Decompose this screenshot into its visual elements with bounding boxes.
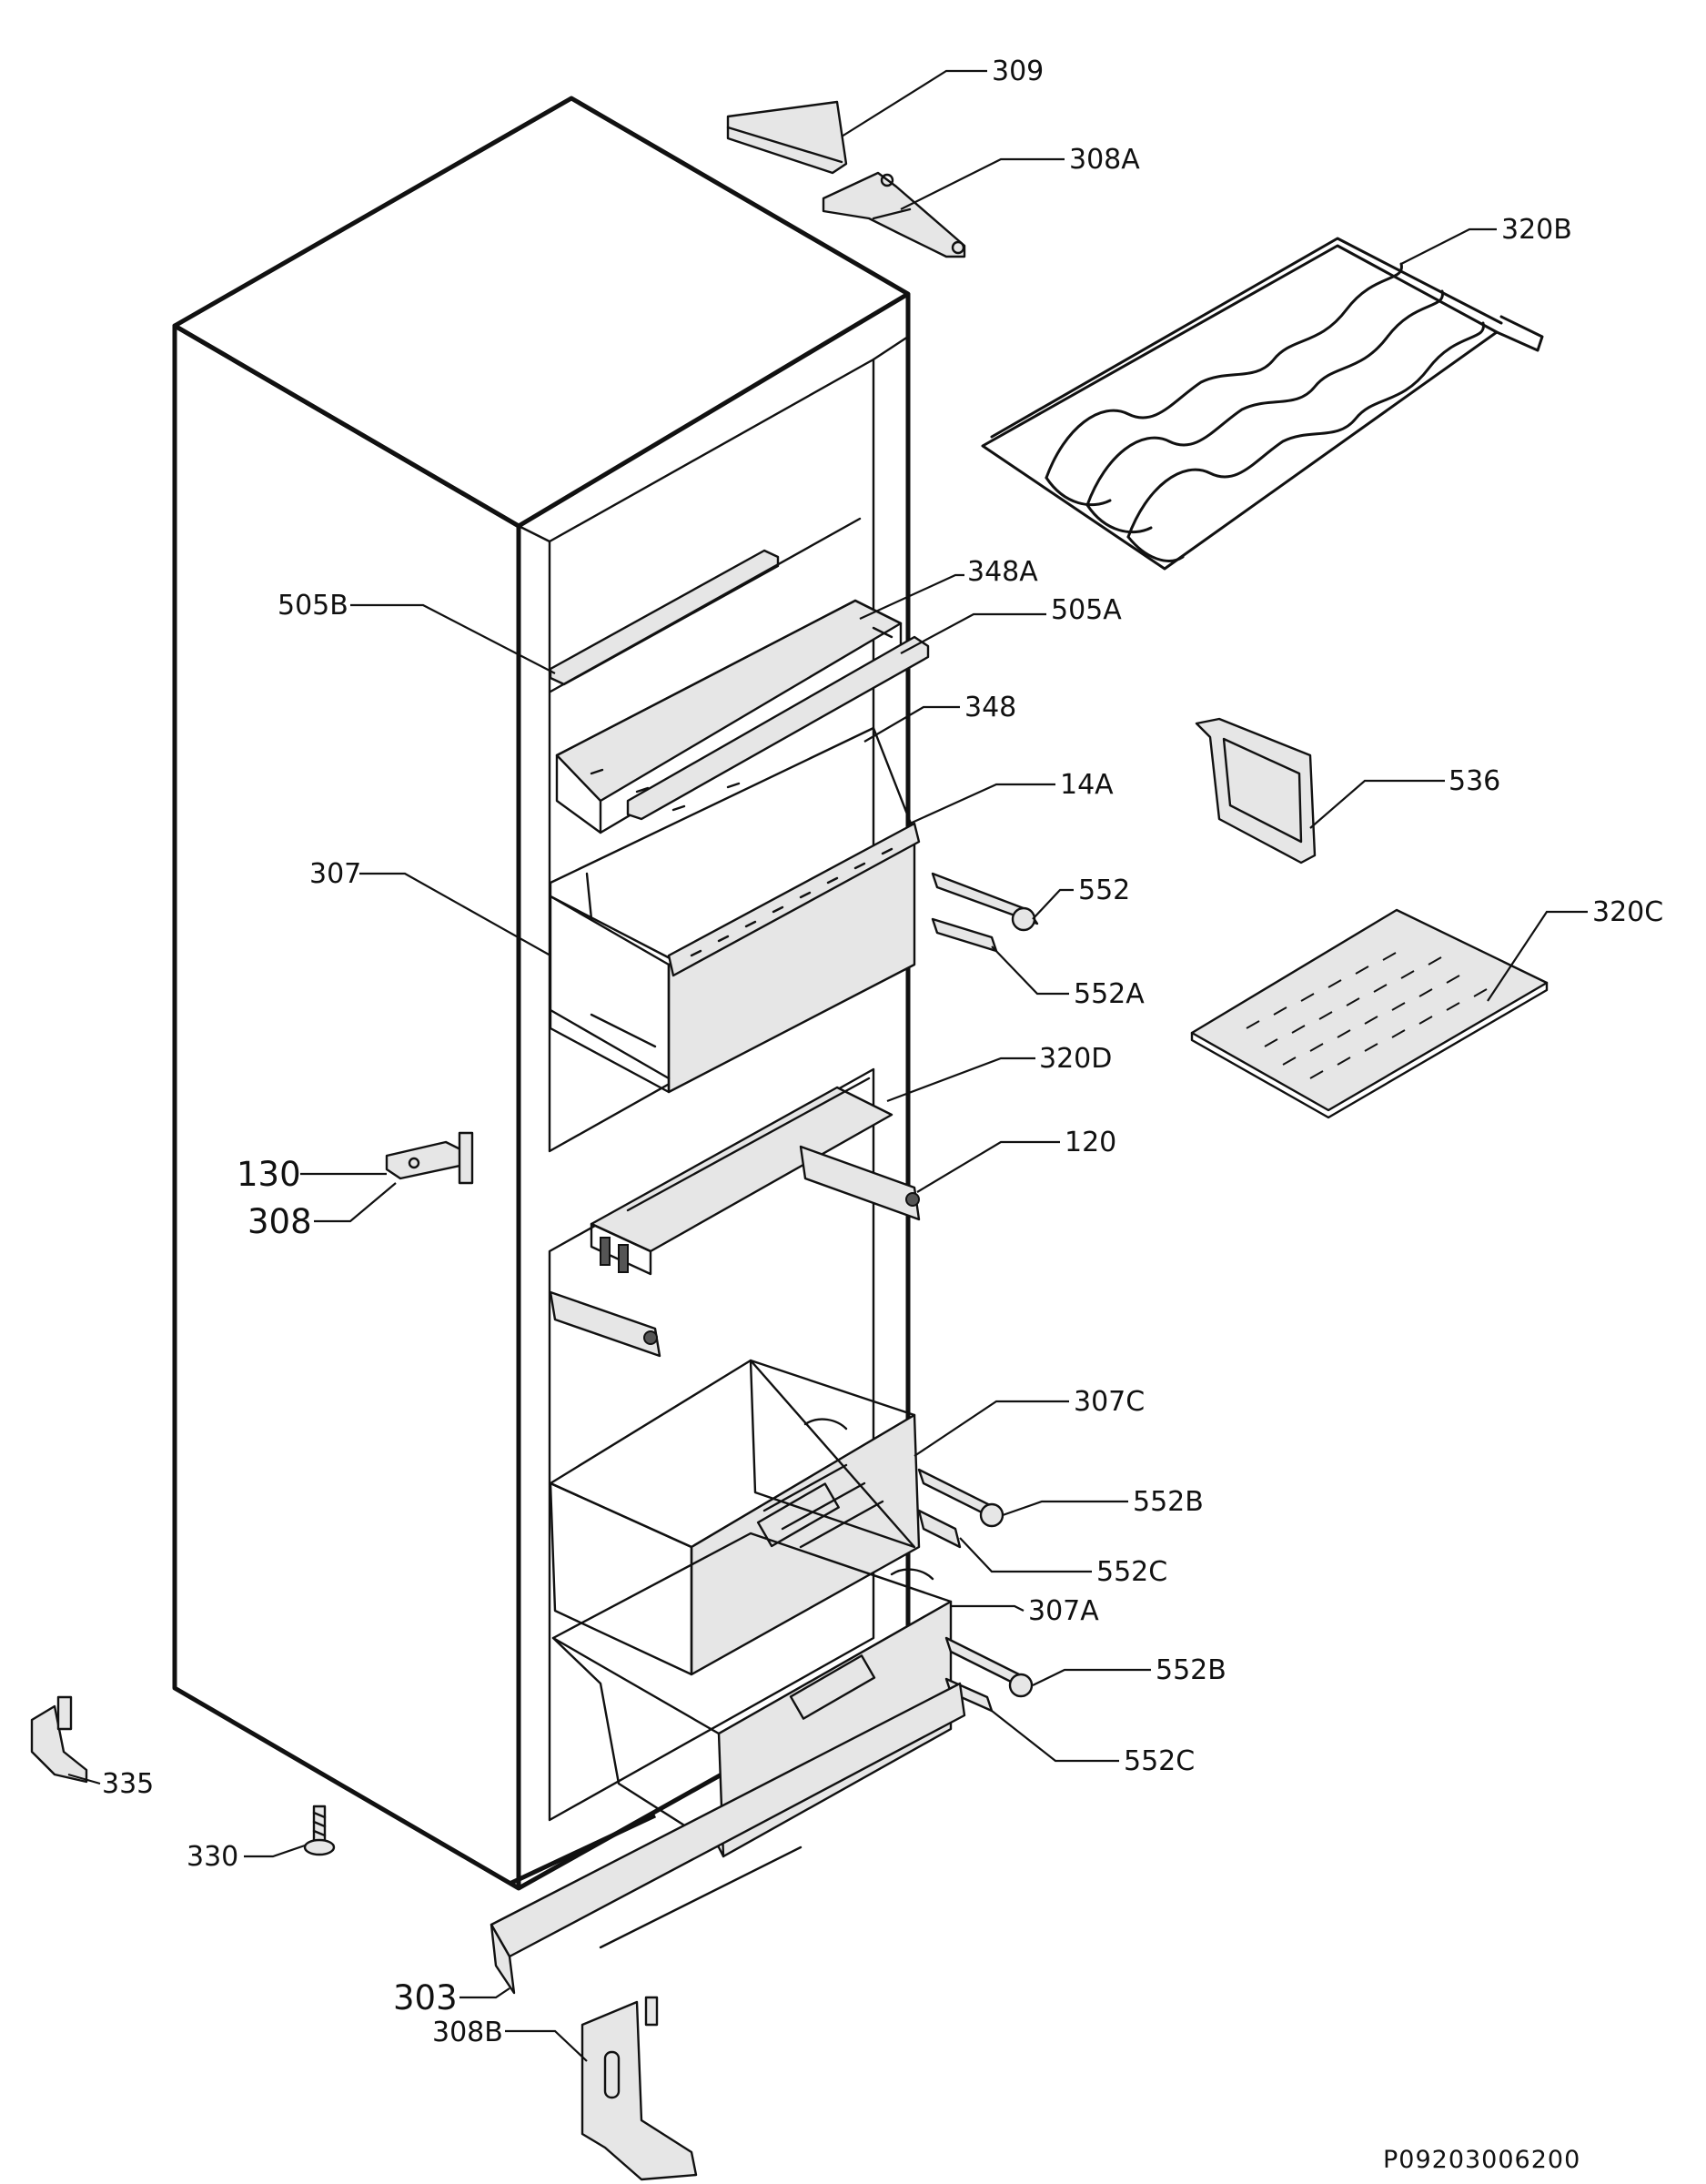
label-505a: 505A <box>1051 594 1122 626</box>
label-307a: 307A <box>1028 1595 1099 1627</box>
part-348a-shelf-rail <box>549 517 862 693</box>
label-14a: 14A <box>1060 769 1114 801</box>
label-330: 330 <box>187 1841 238 1873</box>
part-308b-bottom-hinge <box>580 1996 698 2181</box>
label-120: 120 <box>1065 1127 1116 1158</box>
part-309-top-cover <box>726 100 848 175</box>
label-303: 303 <box>393 1978 458 2017</box>
label-130: 130 <box>237 1155 301 1194</box>
part-505a-shelf-trim <box>626 635 930 821</box>
document-id: P09203006200 <box>1383 2146 1580 2174</box>
label-320d: 320D <box>1039 1043 1112 1075</box>
part-130-308-middle-hinge <box>385 1131 474 1185</box>
part-320c-grid-shelf <box>1190 908 1549 1119</box>
label-552b-2: 552B <box>1156 1654 1227 1686</box>
label-348a: 348A <box>967 556 1038 588</box>
label-505b: 505B <box>278 590 348 622</box>
label-320b: 320B <box>1501 214 1572 246</box>
label-335: 335 <box>102 1768 154 1800</box>
label-552c-2: 552C <box>1124 1745 1195 1777</box>
label-308b: 308B <box>432 2017 503 2048</box>
part-14a-drawer-front-trim <box>667 822 921 977</box>
label-552a: 552A <box>1074 978 1145 1010</box>
label-536: 536 <box>1449 765 1500 797</box>
part-552b-rail-lower <box>944 1636 1034 1698</box>
label-307: 307 <box>309 858 361 890</box>
part-120-rail-support <box>549 1145 921 1358</box>
part-303-kick-plate <box>490 1682 966 1995</box>
label-552c-1: 552C <box>1096 1556 1167 1588</box>
label-320c: 320C <box>1592 896 1663 928</box>
part-330-screw <box>303 1805 336 1856</box>
part-307c-freezer-drawer <box>549 1359 921 1676</box>
label-552b-1: 552B <box>1133 1486 1204 1518</box>
label-308a: 308A <box>1069 144 1140 176</box>
label-308: 308 <box>247 1202 312 1241</box>
part-505b-shelf-trim <box>549 549 780 686</box>
label-348: 348 <box>964 692 1016 723</box>
part-552a-rail <box>931 917 998 953</box>
part-320b-wine-rack <box>981 237 1544 571</box>
part-536-bottle-holder <box>1195 717 1317 864</box>
part-308a-top-hinge <box>822 171 966 258</box>
part-552c-rail-middle <box>917 1509 962 1549</box>
label-307c: 307C <box>1074 1386 1145 1418</box>
leader-lines <box>67 69 1588 2062</box>
callout-labels: 309 308A 320B 348A 505B 505A 348 536 14A… <box>102 56 1663 2048</box>
part-552-rail <box>931 872 1039 932</box>
label-309: 309 <box>992 56 1044 87</box>
part-335-foot <box>30 1695 88 1784</box>
label-552: 552 <box>1078 875 1130 906</box>
part-320d-shelf-support <box>590 1077 893 1276</box>
